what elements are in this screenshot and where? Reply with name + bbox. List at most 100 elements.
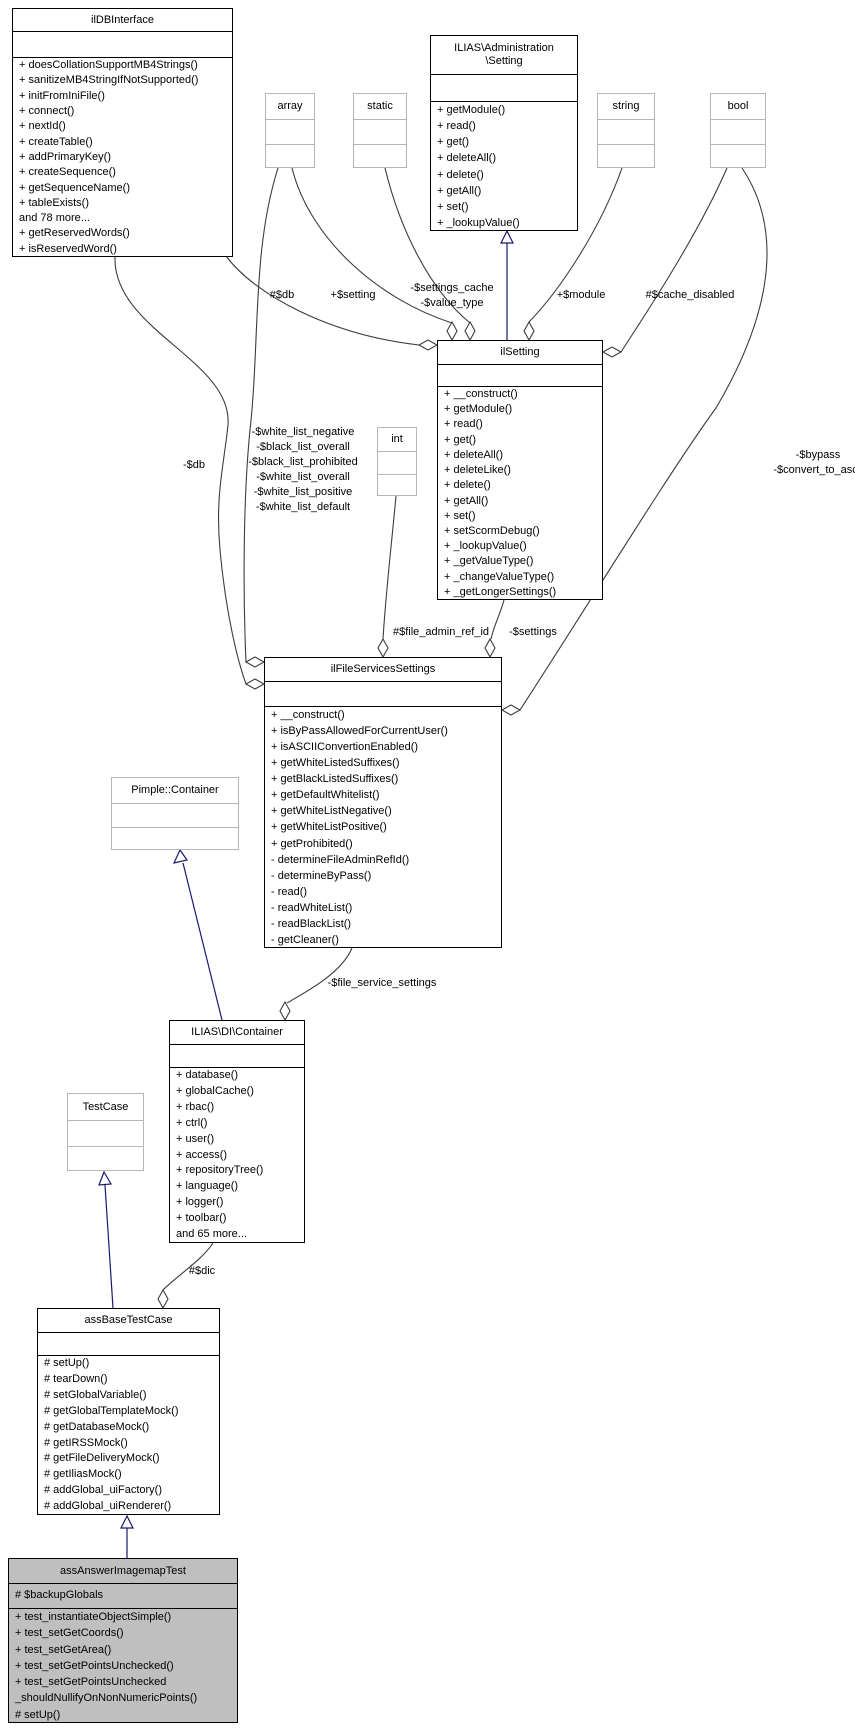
method: + getAll() (444, 494, 489, 507)
method: + user() (176, 1132, 215, 1145)
method: + database() (176, 1069, 239, 1081)
method: + read() (437, 120, 476, 133)
method: + language() (176, 1180, 239, 1193)
edge-label: +$module (557, 288, 606, 303)
method: + get() (444, 433, 477, 446)
edge-label-line: -$settings (509, 626, 557, 638)
inheritance-arrowheads (98, 229, 514, 1529)
method: + isASCIIConvertionEnabled() (271, 741, 419, 754)
class-name-line: TestCase (82, 1100, 129, 1113)
method: + getModule() (444, 403, 513, 416)
class-static: static (353, 93, 407, 168)
edge-file-admin-ref-id (382, 495, 397, 640)
method: + test_setGetCoords() (15, 1627, 124, 1640)
class-methods (354, 144, 406, 167)
method: # getGlobalTemplateMock() (44, 1404, 179, 1417)
class-attributes (265, 681, 501, 706)
class-name: ilFileServicesSettings (265, 658, 501, 681)
diamond (279, 1000, 291, 1022)
method: + deleteLike() (444, 464, 511, 477)
diamond (500, 704, 522, 716)
edge-db-to-ilsetting (225, 255, 420, 346)
class-methods (598, 144, 654, 167)
edge-label: -$file_service_settings (328, 976, 437, 991)
edge-label-line: -$convert_to_ascii (773, 464, 855, 476)
aggregation-edges (114, 167, 768, 1291)
method: + __construct() (271, 709, 345, 721)
diamond (523, 320, 535, 342)
method: + repositoryTree() (176, 1164, 264, 1177)
edge-white-lists (243, 167, 279, 663)
triangle-arrowhead (172, 848, 189, 864)
method: + test_instantiateObjectSimple() (15, 1611, 172, 1623)
method: - readWhiteList() (271, 901, 353, 914)
class-name-line: ilDBInterface (91, 13, 154, 26)
method: # addGlobal_uiRenderer() (44, 1500, 172, 1513)
edge-label-line: #$dic (188, 1265, 216, 1277)
method: # addGlobal_uiFactory() (44, 1484, 163, 1497)
class-methods: # setUp()# tearDown()# setGlobalVariable… (38, 1355, 219, 1514)
diamond (464, 320, 476, 342)
class-methods: + __construct()+ getModule()+ read()+ ge… (438, 386, 602, 599)
class-name: ilDBInterface (13, 9, 232, 31)
class-assbasetestcase[interactable]: assBaseTestCase# setUp()# tearDown()# se… (37, 1308, 220, 1515)
method: + getProhibited() (271, 837, 353, 850)
class-methods (711, 144, 765, 167)
class-attributes (38, 1332, 219, 1355)
edge-assbase-extends-testcase (104, 1184, 114, 1309)
class-name: string (598, 94, 654, 119)
class-methods (378, 474, 416, 495)
class-ilias-administration-setting[interactable]: ILIAS\Administration\Setting+ getModule(… (430, 35, 578, 231)
edge-label-line: -$black_list_overall (256, 441, 350, 453)
class-methods: + __construct()+ isByPassAllowedForCurre… (265, 706, 501, 947)
method: + getDefaultWhitelist() (271, 789, 380, 802)
method: + _getLongerSettings() (444, 585, 557, 598)
class-name-line: bool (727, 100, 749, 112)
class-methods (266, 144, 314, 167)
class-name-line: Pimple::Container (131, 784, 219, 796)
edge-label-line: -$bypass (795, 449, 841, 461)
diamond (601, 346, 623, 358)
method: # setUp() (15, 1708, 61, 1721)
class-name-line: array (277, 100, 303, 112)
edge-bypass (519, 167, 768, 711)
method: + connect() (19, 104, 75, 117)
class-ilias-di-container[interactable]: ILIAS\DI\Container+ database()+ globalCa… (169, 1020, 305, 1243)
class-attributes (68, 1120, 143, 1146)
triangle-arrowhead (120, 1514, 134, 1529)
diamond (377, 637, 389, 659)
edge-label-line: -$value_type (420, 297, 484, 309)
class-ilfileservicessettings[interactable]: ilFileServicesSettings+ __construct()+ i… (264, 657, 502, 948)
class-name-line: int (391, 433, 403, 445)
method: + globalCache() (176, 1084, 254, 1097)
triangle-arrowhead (500, 229, 514, 244)
method: + deleteAll() (444, 448, 504, 461)
method: - readBlackList() (271, 917, 352, 930)
edge-label: -$bypass -$convert_to_ascii (773, 448, 855, 478)
edge-label-line: #$cache_disabled (645, 289, 735, 301)
edge-label-line: -$file_service_settings (327, 977, 437, 989)
class-ilsetting[interactable]: ilSetting+ __construct()+ getModule()+ r… (437, 340, 603, 600)
class-assanswerimagemaptest[interactable]: assAnswerImagemapTest# $backupGlobals+ t… (8, 1558, 238, 1723)
edge-db-to-fss (114, 255, 247, 685)
method: + createTable() (19, 135, 93, 148)
method: # getFileDeliveryMock() (44, 1452, 160, 1465)
class-name: assAnswerImagemapTest (9, 1559, 237, 1583)
class-methods: + database()+ globalCache()+ rbac()+ ctr… (170, 1067, 304, 1242)
edge-file-service-settings (286, 947, 353, 1004)
class-name-line: string (612, 100, 640, 112)
method: + addPrimaryKey() (19, 150, 112, 163)
class-methods: + test_instantiateObjectSimple() + test_s… (9, 1608, 237, 1722)
class-ildbinterface[interactable]: ilDBInterface+ doesCollationSupportMB4St… (12, 8, 233, 257)
class-pimple-container: Pimple::Container (111, 777, 239, 850)
class-name-line: \Setting (485, 55, 523, 67)
method: - determineFileAdminRefId() (271, 853, 410, 866)
triangle-arrowhead (98, 1170, 112, 1186)
edge-label: +$setting (331, 288, 376, 303)
class-name: ILIAS\Administration\Setting (431, 36, 577, 74)
method: + getBlackListedSuffixes() (271, 773, 399, 786)
edge-label-line: -$settings_cache (410, 282, 494, 294)
method: + ctrl() (176, 1116, 208, 1129)
method: and 78 more... (19, 212, 90, 225)
method: + _changeValueType() (444, 570, 555, 583)
